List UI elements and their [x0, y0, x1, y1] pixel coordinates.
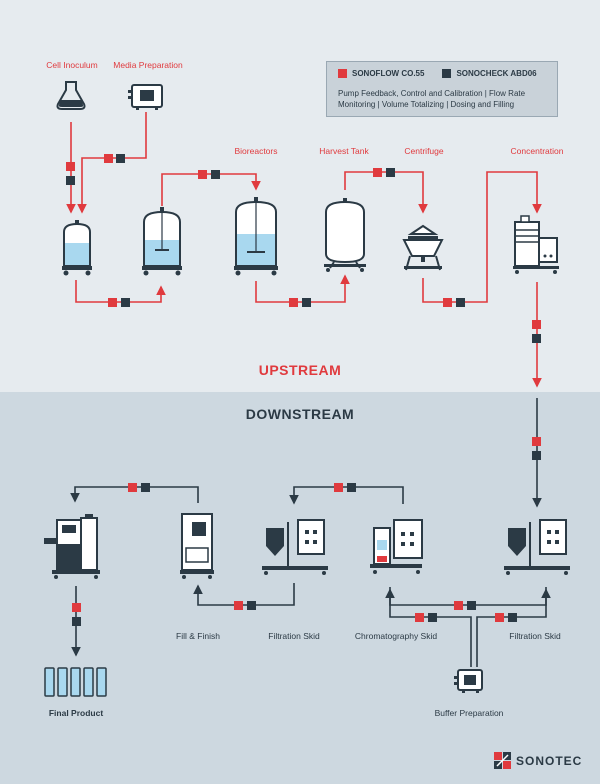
medium-bioreactor-icon — [142, 207, 182, 276]
label-fill-finish: Fill & Finish — [176, 631, 220, 641]
sensor-legend: SONOFLOW CO.55 SONOCHECK ABD06 Pump Feed… — [326, 61, 558, 117]
sonocheck-sensor — [532, 451, 541, 460]
chromatography-skid-icon — [370, 519, 423, 574]
concentration-unit-icon — [513, 215, 559, 274]
flask-icon — [56, 81, 86, 110]
label-filtration-skid-left: Filtration Skid — [268, 631, 320, 641]
sonotec-logo: SONOTEC — [494, 752, 582, 769]
legend-description: Pump Feedback, Control and Calibration |… — [338, 89, 526, 109]
label-centrifuge: Centrifuge — [404, 146, 444, 156]
media-preparation-machine-icon — [128, 84, 163, 110]
sonoflow-sensor — [532, 437, 541, 446]
small-bioreactor-icon — [62, 220, 92, 276]
label-concentration: Concentration — [510, 146, 564, 156]
downstream-section — [0, 392, 600, 784]
legend-sonocheck: SONOCHECK ABD06 — [456, 69, 537, 78]
harvest-tank-icon — [324, 198, 366, 272]
label-harvest-tank: Harvest Tank — [319, 146, 369, 156]
label-final-product: Final Product — [48, 708, 104, 718]
sonoflow-sensor — [532, 320, 541, 329]
buffer-preparation-machine-icon — [454, 669, 483, 693]
sonoflow-sensor — [72, 603, 81, 612]
label-chromatography-skid: Chromatography Skid — [354, 631, 438, 641]
filtration-skid-icon — [504, 519, 570, 575]
sonotec-logo-icon — [494, 752, 511, 769]
sonocheck-sensor — [66, 176, 75, 185]
sonocheck-sensor — [72, 617, 81, 626]
upstream-title: UPSTREAM — [258, 362, 342, 378]
label-filtration-skid-right: Filtration Skid — [509, 631, 561, 641]
sonoflow-swatch — [338, 69, 347, 78]
sonoflow-sensor — [66, 162, 75, 171]
sonocheck-sensor — [532, 334, 541, 343]
fill-finish-cabinet-icon — [180, 513, 214, 579]
filtration-skid-icon — [262, 519, 328, 575]
downstream-title: DOWNSTREAM — [245, 406, 355, 422]
label-cell-inoculum: Cell Inoculum — [46, 60, 98, 70]
sonocheck-swatch — [442, 69, 452, 78]
upstream-flow-lines — [66, 112, 542, 388]
sensor-pairs — [66, 154, 541, 626]
label-media-preparation: Media Preparation — [113, 60, 183, 70]
label-buffer-preparation: Buffer Preparation — [434, 708, 504, 718]
legend-sonoflow: SONOFLOW CO.55 — [352, 69, 425, 78]
centrifuge-icon — [402, 224, 444, 271]
final-product-vials-icon — [44, 667, 107, 697]
large-bioreactor-icon — [234, 197, 278, 276]
filling-machine-icon — [44, 514, 100, 579]
label-bioreactors: Bioreactors — [234, 146, 278, 156]
brand-name: SONOTEC — [516, 753, 583, 768]
